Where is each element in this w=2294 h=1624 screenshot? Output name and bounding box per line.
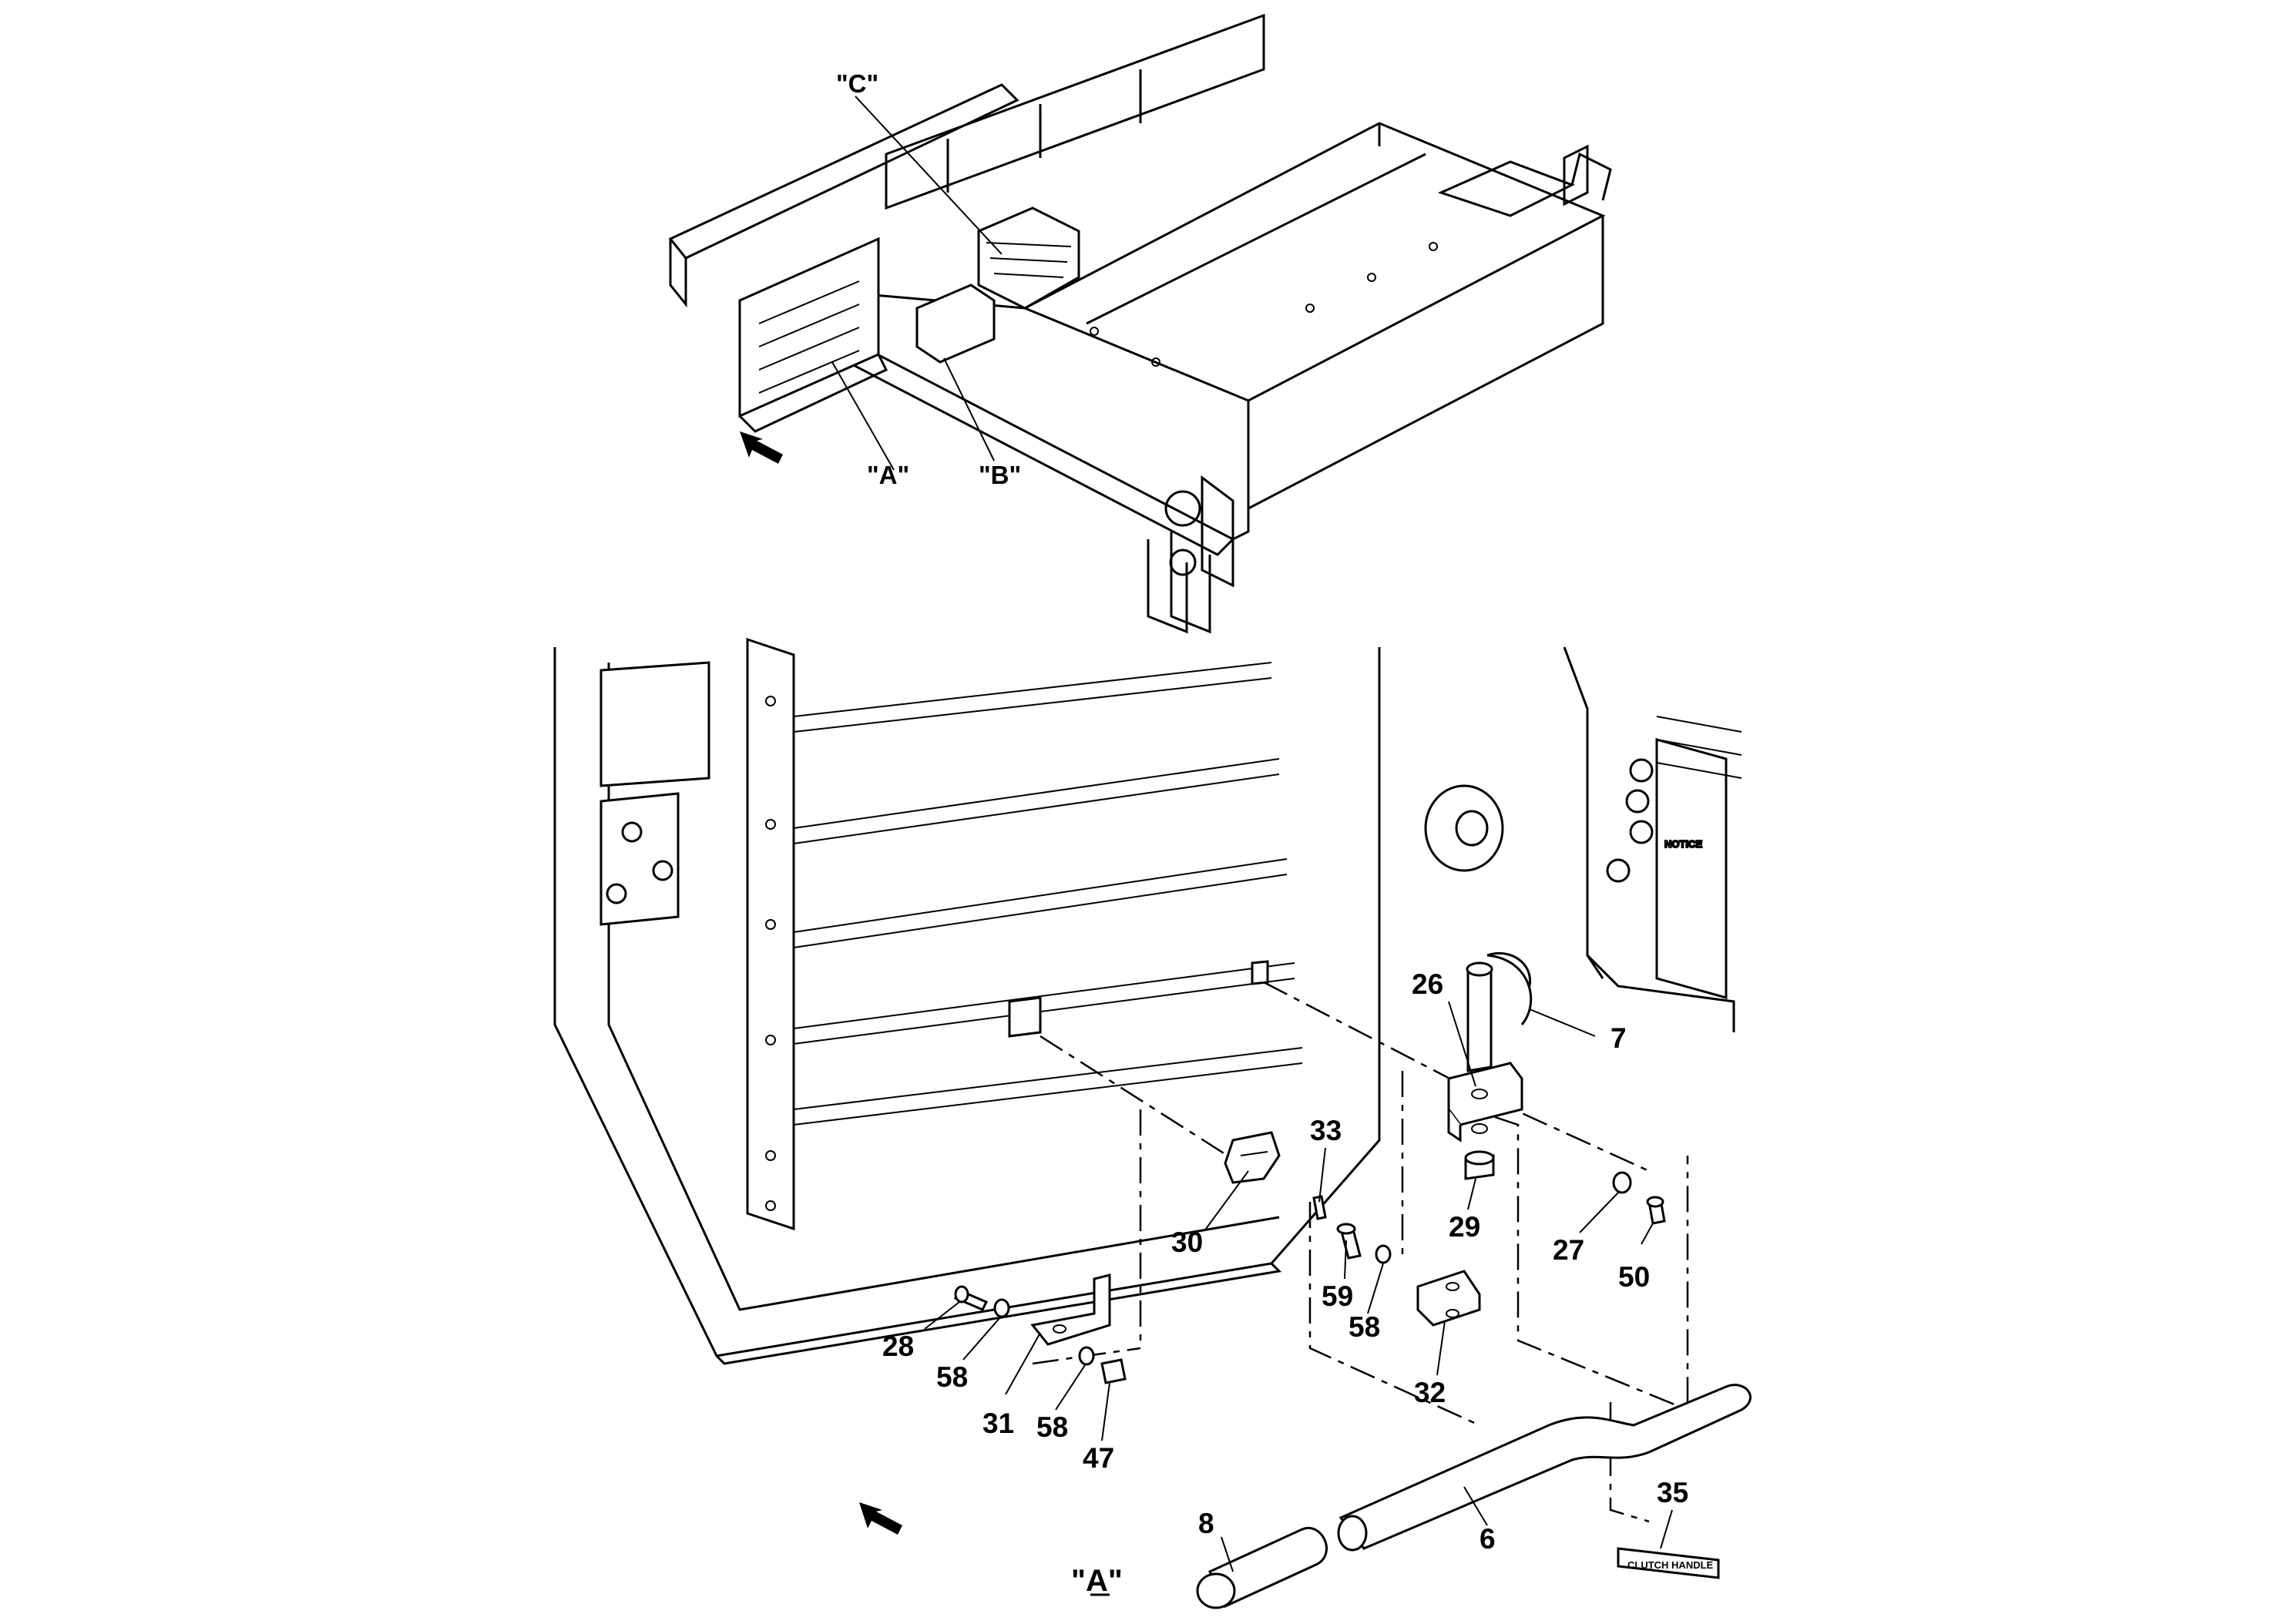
callout-27: 27 [1553,1234,1584,1266]
detail-door-panel-drawing: NOTICE [553,637,1742,1365]
overview-frame-drawing [668,13,1612,634]
callout-33: 33 [1310,1115,1342,1146]
part-8-grip [1196,1526,1328,1609]
notice-label: NOTICE [1664,838,1702,850]
part-29-spacer [1464,1150,1495,1180]
callout-8: 8 [1198,1508,1214,1539]
callout-59: 59 [1322,1280,1353,1312]
part-31-bracket [1030,1273,1111,1346]
detail-view-title: "A" [1071,1564,1123,1598]
callout-7: 7 [1611,1022,1627,1054]
part-33-screw [1312,1195,1327,1220]
callout-28: 28 [882,1330,914,1362]
part-26-bracket [1447,1062,1523,1143]
callout-50: 50 [1618,1261,1650,1293]
part-58-washer-upper [1375,1244,1392,1264]
decal-text: CLUTCH HANDLE [1627,1559,1714,1571]
detail-direction-arrow-icon [859,1502,902,1535]
overview-label-c: "C" [836,69,878,98]
part-6-clutch-handle [1337,1384,1752,1552]
callout-leader-lines [924,1001,1673,1572]
callout-35: 35 [1657,1477,1688,1508]
overview-label-a: "A" [867,461,909,489]
callout-6: 6 [1480,1523,1496,1555]
part-58-washer-left [993,1298,1010,1318]
part-50-bolt [1646,1196,1666,1225]
overview-label-b: "B" [979,461,1021,489]
callout-29: 29 [1449,1211,1480,1243]
overview-leader-lines [831,96,1003,471]
part-59-bolt [1336,1223,1362,1260]
part-28-bolt [953,1285,989,1311]
part-7-lynch-pin [1466,951,1533,1072]
part-35-decal: CLUTCH HANDLE [1617,1547,1720,1579]
callout-58-lower: 58 [1036,1411,1068,1443]
callout-58-left: 58 [936,1361,968,1393]
callout-30: 30 [1171,1226,1203,1258]
part-30-clamp [1224,1131,1281,1184]
callout-32: 32 [1414,1377,1446,1408]
part-27-washer [1612,1171,1632,1194]
part-58-washer-lower [1078,1346,1095,1366]
callout-26: 26 [1412,968,1443,1000]
callout-47: 47 [1083,1442,1114,1474]
part-47-nut [1100,1358,1127,1384]
callout-58-upper: 58 [1349,1311,1380,1343]
callout-31: 31 [982,1408,1014,1439]
part-32-bracket [1416,1270,1481,1327]
overview-direction-arrow-icon [740,431,783,464]
